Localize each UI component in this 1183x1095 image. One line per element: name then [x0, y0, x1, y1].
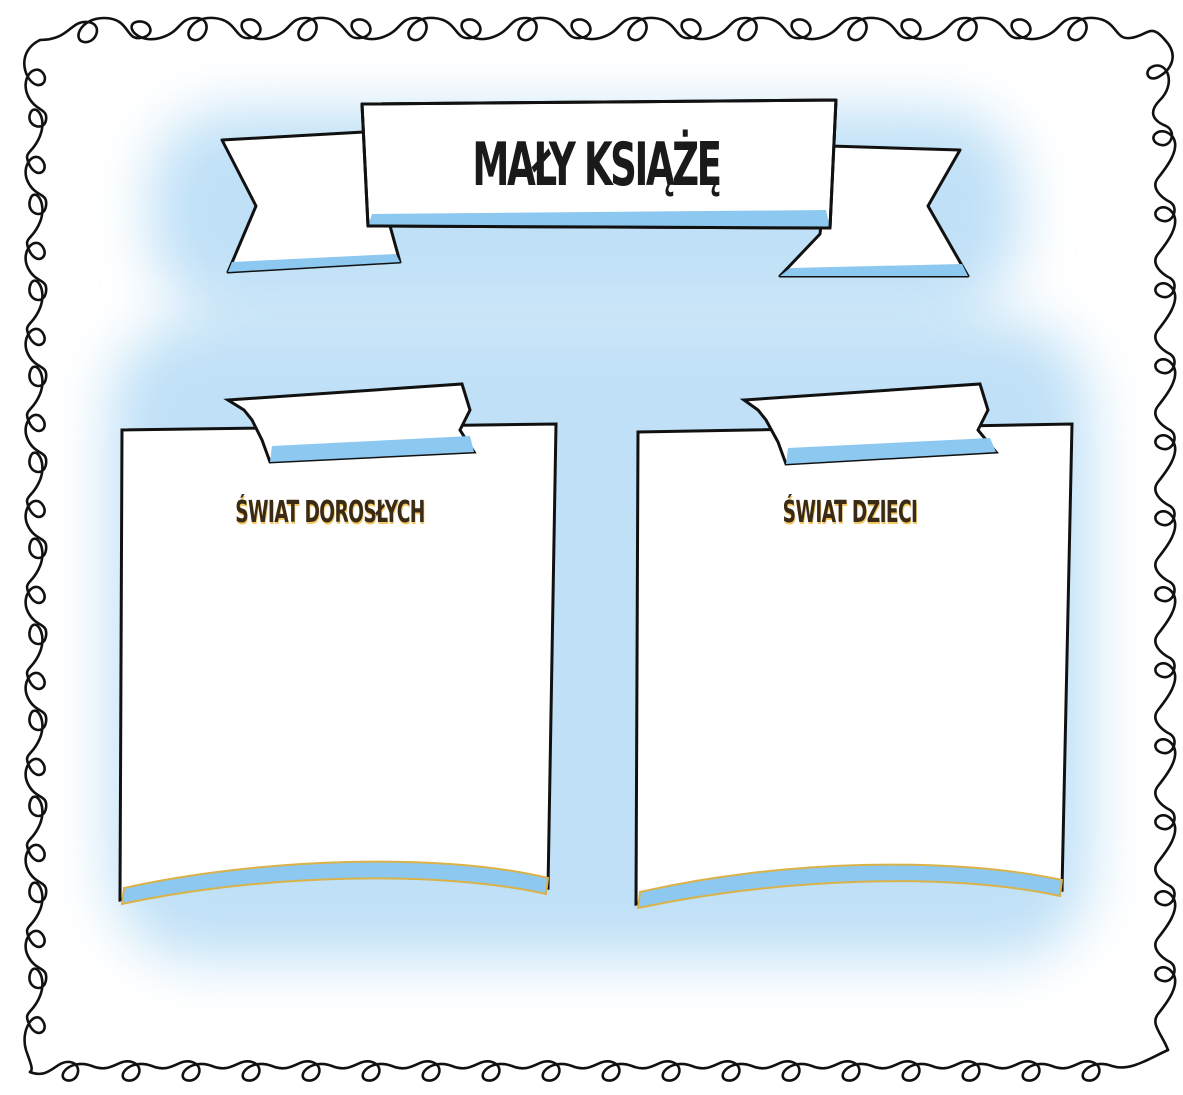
loop-border-left — [24, 40, 46, 1072]
card-right-paper — [636, 384, 1072, 908]
banner-title: MAŁY KSIĄŻĘ — [451, 110, 741, 220]
loop-border-bottom — [30, 1050, 1168, 1081]
loop-border-top — [40, 18, 1165, 42]
card-heading-adults: ŚWIAT DOROSŁYCH — [194, 495, 467, 530]
card-left-paper — [120, 384, 556, 904]
loop-border-right — [1147, 40, 1175, 1050]
card-heading-children: ŚWIAT DZIECI — [714, 495, 987, 530]
